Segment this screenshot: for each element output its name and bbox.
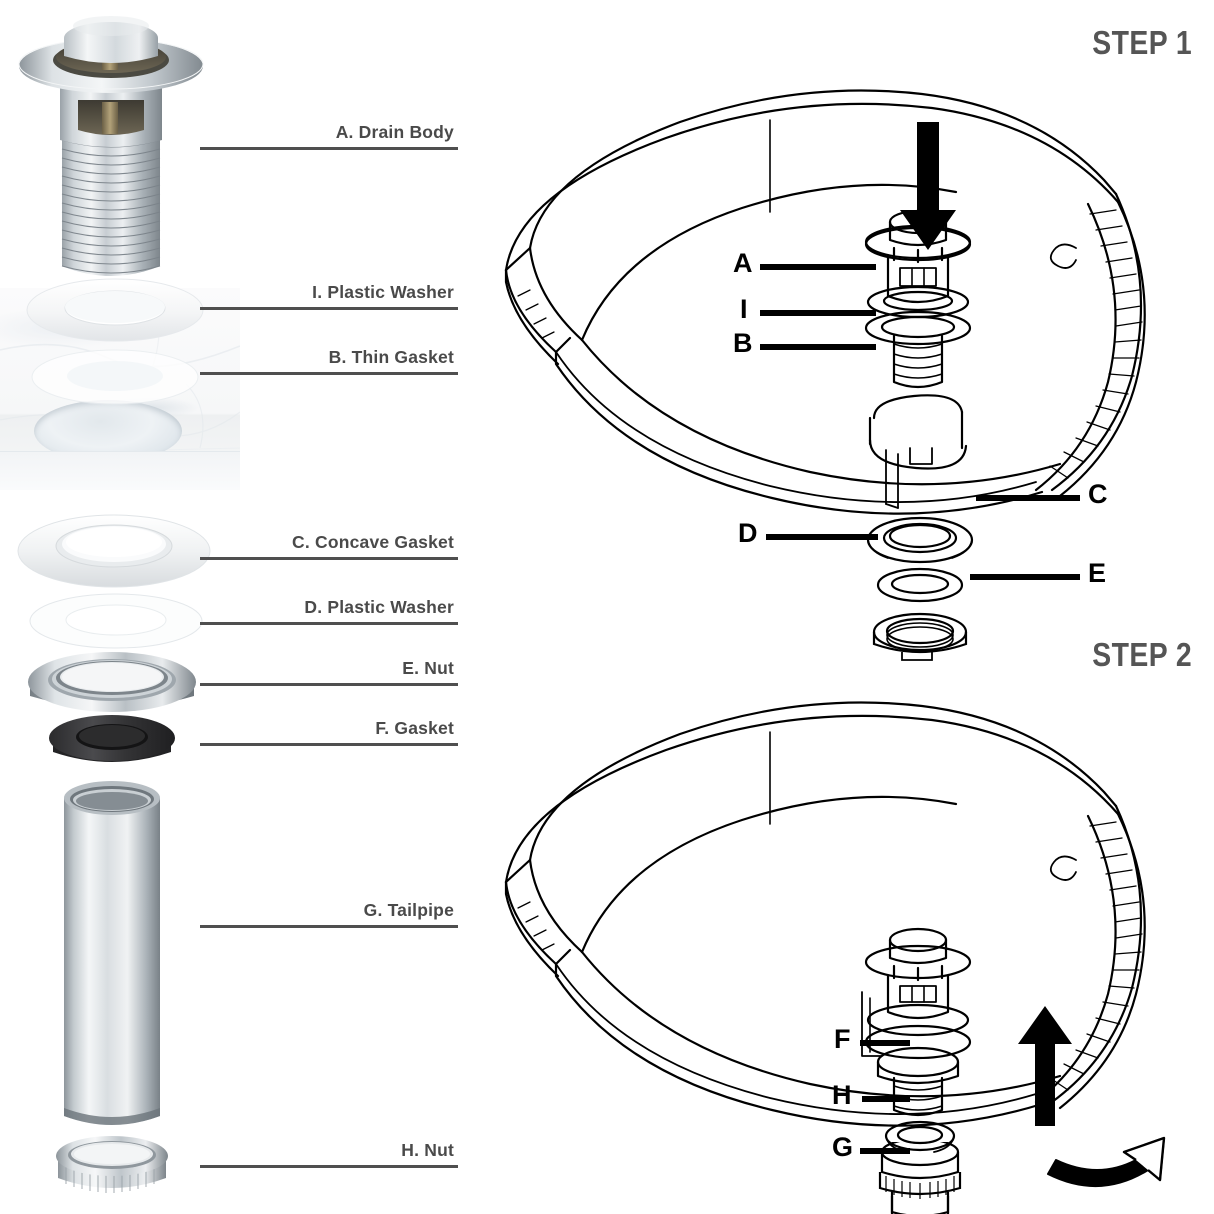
concave-gasket-illustration	[17, 514, 211, 588]
step-2-callout-F: F	[834, 1024, 851, 1054]
step-2-callout-G: G	[832, 1132, 854, 1162]
step-2-tailpipe-body	[890, 1196, 950, 1214]
step-2-callout-H: H	[832, 1080, 852, 1110]
legend-rule	[200, 372, 458, 375]
plastic-washer-i-illustration	[26, 278, 204, 342]
countertop-front-edge	[0, 451, 240, 490]
drain-body-illustration	[18, 16, 204, 276]
step-1-leader-I	[760, 310, 876, 316]
step-1-callout-B: B	[733, 328, 753, 358]
step-1-leader-B	[760, 344, 876, 350]
steps-column: STEP 1	[470, 0, 1214, 1214]
step-1-insert-arrow	[900, 122, 956, 250]
legend-label-gasket-f: F. Gasket	[200, 718, 458, 746]
legend-rule	[200, 1165, 458, 1168]
step-2-leader-F	[860, 1040, 910, 1046]
legend-label-nut-e: E. Nut	[200, 658, 458, 686]
parts-legend-column: A. Drain Body I. Plastic Washer	[0, 0, 470, 1214]
step-2-leader-G	[860, 1148, 910, 1154]
rubber-gasket-illustration	[49, 715, 175, 762]
hex-nut-illustration	[28, 652, 196, 712]
legend-rule	[200, 743, 458, 746]
step-1-nut-e-illustration	[872, 612, 968, 661]
legend-rule	[200, 147, 458, 150]
plastic-washer-d-illustration	[29, 593, 203, 649]
legend-label-drain-body: A. Drain Body	[200, 122, 458, 150]
step-1-leader-D	[766, 534, 878, 540]
step-1-callout-D: D	[738, 518, 758, 548]
step-2-leader-H	[862, 1096, 910, 1102]
step-1-leader-C	[976, 495, 1080, 501]
legend-rule	[200, 925, 458, 928]
legend-label-tailpipe: G. Tailpipe	[200, 900, 458, 928]
step-1-callout-A: A	[733, 248, 753, 278]
step-1-leader-A	[760, 264, 876, 270]
step-2-title: STEP 2	[1092, 636, 1192, 673]
step-2-rotate-arrow	[1047, 1136, 1166, 1188]
step-1-leader-E	[970, 574, 1080, 580]
legend-label-plastic-washer-i: I. Plastic Washer	[200, 282, 458, 310]
legend-rule	[200, 557, 458, 560]
step-1-callout-I: I	[740, 294, 748, 324]
legend-rule	[200, 683, 458, 686]
legend-rule	[200, 307, 458, 310]
step-1-diagram	[504, 89, 1146, 603]
tailpipe-illustration	[64, 781, 160, 1125]
knurled-nut-illustration	[56, 1136, 168, 1193]
step-1-callout-E: E	[1088, 558, 1107, 588]
thin-gasket-illustration	[31, 349, 199, 405]
legend-label-plastic-washer-d: D. Plastic Washer	[200, 597, 458, 625]
step-1-callout-C: C	[1088, 479, 1108, 509]
legend-label-thin-gasket: B. Thin Gasket	[200, 347, 458, 375]
legend-label-concave-gasket: C. Concave Gasket	[200, 532, 458, 560]
step-1-title: STEP 1	[1092, 24, 1192, 61]
step-2-tighten-arrow	[1018, 1006, 1072, 1126]
legend-rule	[200, 622, 458, 625]
legend-label-nut-h: H. Nut	[200, 1140, 458, 1168]
